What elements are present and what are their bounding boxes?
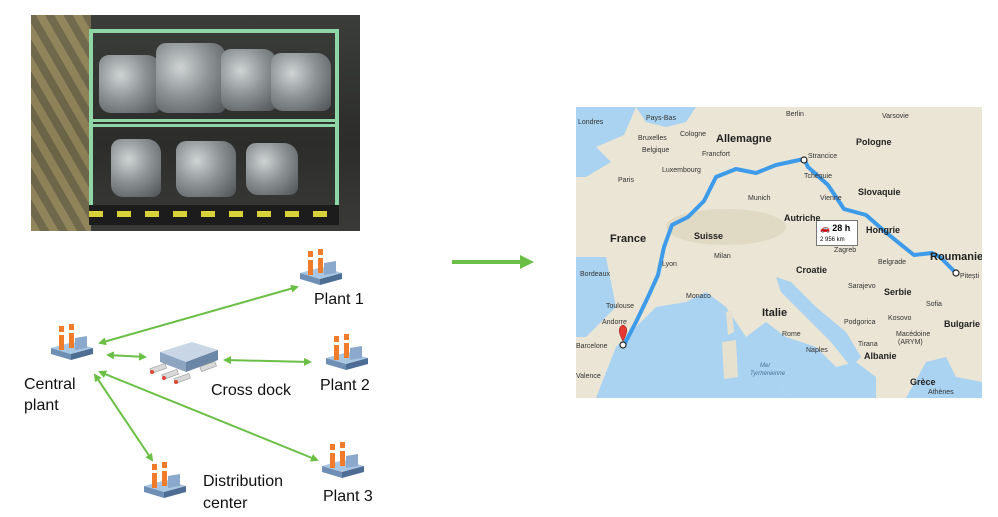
map-label: Albanie: [864, 351, 897, 361]
arrow-central-plant3: [98, 370, 319, 462]
map-label: Lyon: [662, 261, 677, 268]
map-label: Sarajevo: [848, 283, 876, 290]
gearbox: [111, 139, 161, 197]
map-label: Zagreb: [834, 247, 857, 254]
map-label: Strancice: [808, 153, 838, 160]
map-label: Bordeaux: [580, 271, 610, 278]
map-label: Grèce: [910, 377, 936, 387]
gearbox: [99, 55, 161, 113]
route-end-marker: [952, 269, 960, 277]
map-label: Podgorica: [844, 319, 876, 326]
map-label: Naples: [806, 347, 828, 354]
map-label: (ARYM): [898, 339, 923, 346]
arrow-to-map-head: [520, 255, 534, 269]
map-label: Kosovo: [888, 315, 912, 322]
map-label: Mer: [760, 363, 771, 369]
map-label: Tirana: [858, 341, 878, 348]
map-label: Athènes: [928, 389, 954, 396]
arrow-central-crossdock: [106, 351, 147, 361]
route-distance: 2 956 km: [820, 237, 845, 243]
factory-icon: [300, 249, 342, 285]
plant1-label: Plant 1: [314, 291, 364, 308]
gearbox: [246, 143, 298, 195]
floor-stripes: [31, 15, 91, 231]
map-label: Serbie: [884, 287, 912, 297]
gearbox: [176, 141, 236, 197]
map-label: Tyrrhénienne: [750, 371, 785, 377]
factory-icon: [144, 462, 186, 498]
map-label: Rome: [782, 331, 801, 338]
map-label: Andorre: [602, 319, 627, 326]
map-label: Londres: [578, 119, 604, 126]
map-label: Autriche: [784, 213, 821, 223]
cross-dock-icon: [149, 342, 218, 384]
map-label: Pays-Bas: [646, 115, 676, 122]
factory-icon: [326, 334, 368, 370]
map-label: Belgrade: [878, 259, 907, 266]
route-map: 🚗 28 h 2 956 km Pays-Bas Londres Bruxell…: [576, 107, 982, 398]
map-pin-icon: [618, 324, 628, 342]
map-label: Slovaquie: [858, 187, 901, 197]
plant2-label: Plant 2: [320, 377, 370, 394]
central-plant-label-line2: plant: [24, 397, 59, 414]
factory-icon: [51, 324, 93, 360]
cross-dock-label: Cross dock: [211, 382, 292, 399]
map-label: Bulgarie: [944, 319, 981, 329]
route-start-marker: [800, 156, 808, 164]
map-label: Francfort: [702, 151, 731, 158]
map-label: Tchéquie: [804, 173, 833, 180]
car-icon: 🚗: [820, 224, 830, 233]
distribution-center-label-line2: center: [203, 495, 248, 512]
map-label: Allemagne: [716, 133, 772, 145]
map-label: France: [610, 233, 647, 245]
route-origin-marker: [619, 341, 627, 349]
gearbox-rack-photo: [31, 15, 360, 231]
rack-shelf: [89, 119, 339, 127]
map-label: Croatie: [796, 265, 828, 275]
map-geography: [576, 107, 982, 398]
plant3-label: Plant 3: [323, 488, 373, 505]
map-label: Suisse: [694, 231, 724, 241]
map-label: Pitești: [960, 273, 980, 280]
arrow-crossdock-plant2: [223, 356, 312, 366]
map-label: Sofia: [926, 301, 942, 308]
arrow-central-plant1: [98, 284, 299, 346]
map-label: Vienne: [820, 195, 842, 202]
distribution-center-label-line1: Distribution: [203, 473, 284, 490]
map-label: Cologne: [680, 131, 707, 138]
map-label: Paris: [618, 177, 634, 184]
map-label: Monaco: [686, 293, 711, 300]
gearbox: [156, 43, 226, 113]
rack-base-stripe: [89, 211, 339, 217]
map-label: Toulouse: [606, 303, 635, 310]
arrow-central-distribution: [93, 373, 154, 462]
map-label: Berlin: [786, 111, 804, 118]
map-label: Varsovie: [882, 113, 909, 120]
map-label: Milan: [714, 253, 731, 260]
map-label: Roumanie: [930, 251, 982, 263]
map-label: Italie: [762, 307, 788, 319]
route-line: [622, 157, 956, 347]
factory-icon: [322, 442, 364, 478]
gearbox: [221, 49, 277, 111]
map-label: Pologne: [856, 137, 892, 147]
map-label: Macédoine: [896, 331, 931, 338]
map-label: Munich: [748, 195, 771, 202]
gearbox: [271, 53, 331, 111]
route-info-box[interactable]: 🚗 28 h 2 956 km: [816, 220, 858, 246]
route-duration: 28 h: [832, 223, 851, 233]
central-plant-label-line1: Central: [24, 376, 76, 393]
map-label: Hongrie: [866, 225, 901, 235]
map-label: Valence: [576, 373, 601, 380]
map-label: Luxembourg: [662, 167, 701, 174]
map-label: Belgique: [642, 147, 670, 154]
map-label: Barcelone: [576, 343, 608, 350]
map-label: Bruxelles: [638, 135, 667, 142]
